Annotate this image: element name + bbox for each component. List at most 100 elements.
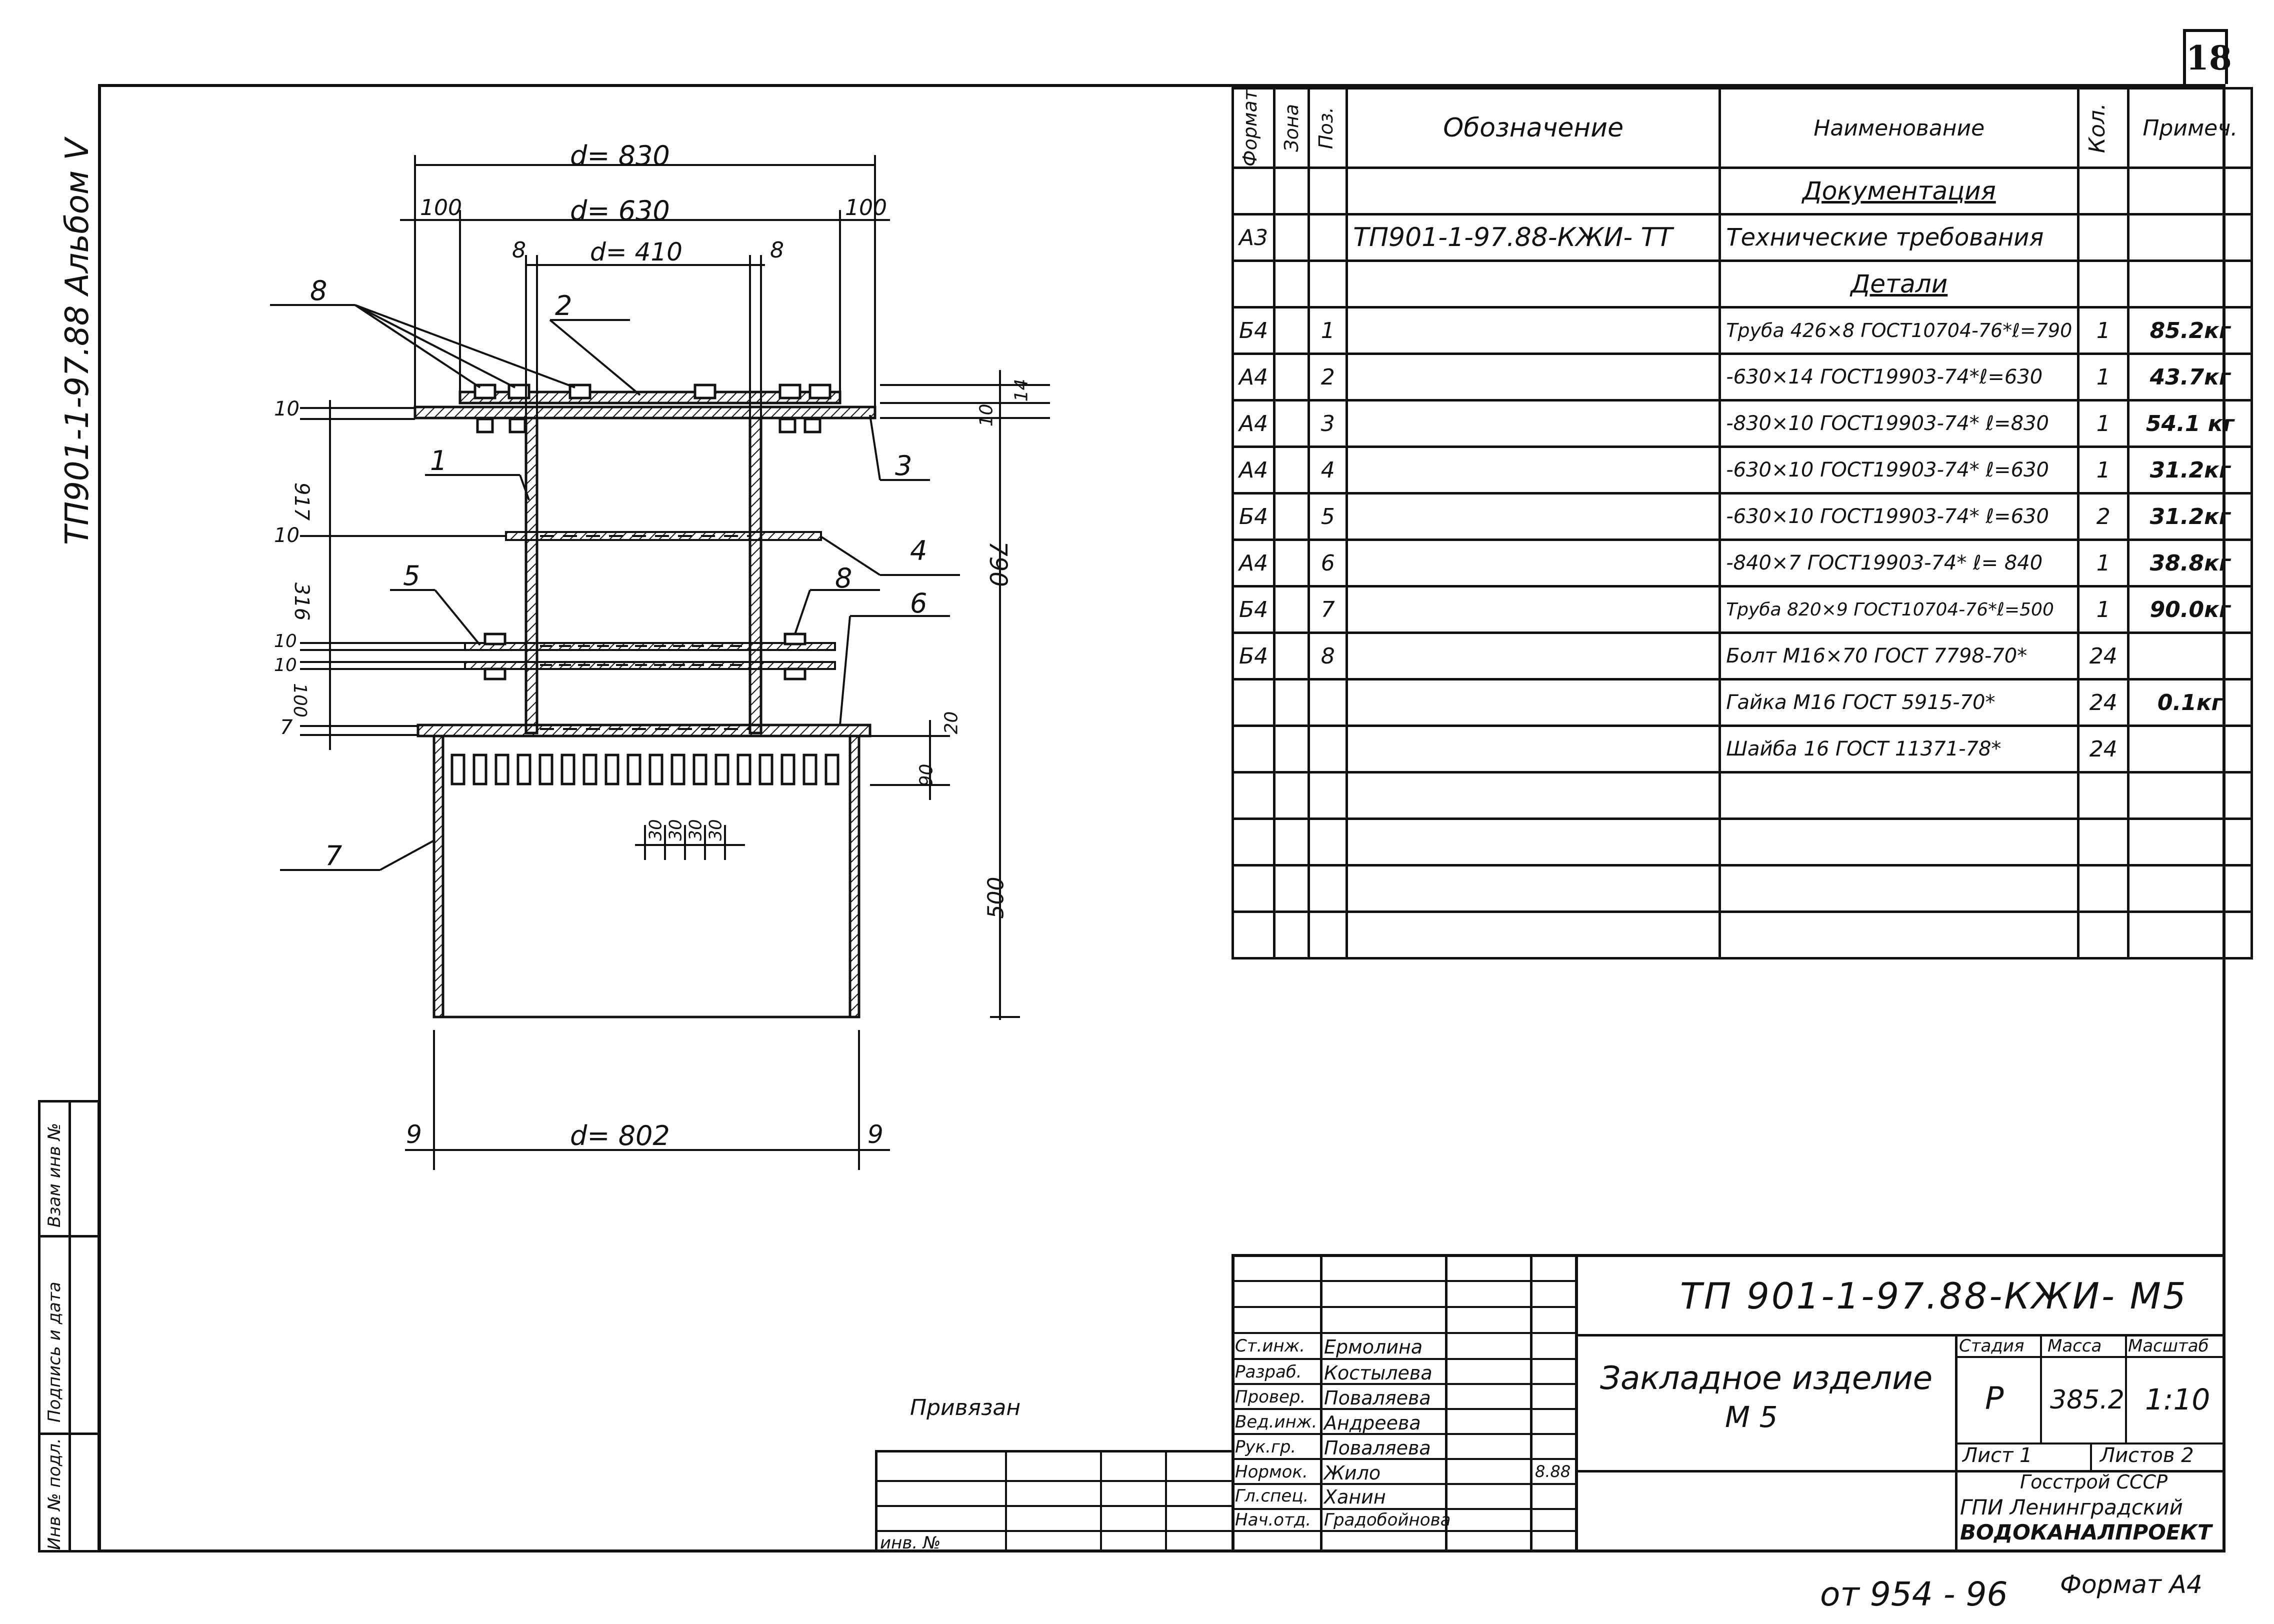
row-note: 43.7кг <box>2127 352 2254 402</box>
dim-h316: 316 <box>290 582 314 621</box>
spec-row: А4 2 -630×14 ГОСТ19903-74*ℓ=630 1 43.7кг <box>1231 352 2254 402</box>
row-name: Болт М16×70 ГОСТ 7798-70* <box>1718 632 2080 681</box>
stamp-title-2: М 5 <box>1725 1400 1778 1434</box>
left-binding-strip: Взам инв № Подпись и дата Инв № подл. <box>38 1100 100 1552</box>
row-qty: 24 <box>2077 678 2130 728</box>
person-name: Градобойнова <box>1324 1510 1451 1530</box>
person-role: Ст.инж. <box>1235 1336 1306 1356</box>
spec-row: Гайка М16 ГОСТ 5915-70* 24 0.1кг <box>1231 678 2254 728</box>
dim-d410: d= 410 <box>590 238 682 266</box>
spec-row: Шайба 16 ГОСТ 11371-78* 24 <box>1231 724 2254 774</box>
org-2: ГПИ Ленинградский <box>1960 1495 2183 1520</box>
dim-h917: 917 <box>290 482 314 521</box>
row-format <box>1231 678 1276 728</box>
stamp-code: ТП 901-1-97.88-КЖИ- М5 <box>1680 1275 2188 1317</box>
person-name: Поваляева <box>1324 1437 1431 1459</box>
row-pos: 1 <box>1308 306 1348 356</box>
bound-label: Привязан <box>910 1395 1021 1420</box>
dim-r90: 90 <box>916 764 937 787</box>
sheets-label: Листов 2 <box>2100 1444 2194 1467</box>
plate-3 <box>414 406 876 420</box>
spec-row: А4 3 -830×10 ГОСТ19903-74* ℓ=830 1 54.1 … <box>1231 399 2254 448</box>
person-role: Рук.гр. <box>1235 1437 1296 1457</box>
person-name: Поваляева <box>1324 1387 1431 1409</box>
row-name: Труба 426×8 ГОСТ10704-76*ℓ=790 <box>1718 306 2080 356</box>
spec-empty-row <box>1231 910 2254 960</box>
callout-1: 1 <box>430 445 448 476</box>
row-qty: 24 <box>2077 632 2130 681</box>
row-note: 54.1 кг <box>2127 399 2254 448</box>
sheet-number-box: 18 <box>2183 29 2232 84</box>
row-name: -830×10 ГОСТ19903-74* ℓ=830 <box>1718 399 2080 448</box>
date-note: 8.88 <box>1535 1462 1571 1481</box>
row-pos: 8 <box>1308 632 1348 681</box>
callout-5: 5 <box>403 560 420 592</box>
plate-6 <box>416 724 872 738</box>
row-format: Б4 <box>1231 632 1276 681</box>
dim-h10-top: 10 <box>274 398 300 420</box>
person-name: Андреева <box>1324 1412 1421 1434</box>
row-pos <box>1308 678 1348 728</box>
dim-h7: 7 <box>280 716 293 739</box>
row-note: 0.1кг <box>2127 678 2254 728</box>
spec-row: Б4 1 Труба 426×8 ГОСТ10704-76*ℓ=790 1 85… <box>1231 306 2254 356</box>
row-note: 90.0кг <box>2127 585 2254 634</box>
row-format <box>1231 724 1276 774</box>
stamp-title-1: Закладное изделие <box>1600 1360 1933 1397</box>
dim-h10-b: 10 <box>274 655 297 676</box>
scale-label: Масштаб <box>2128 1336 2209 1356</box>
stage-label: Стадия <box>1959 1336 2024 1356</box>
header-zone: Зона <box>1273 86 1310 170</box>
row-note: 85.2кг <box>2127 306 2254 356</box>
callout-8-mid: 8 <box>835 562 852 594</box>
specification-table: Формат Зона Поз. Обозначение Наименовани… <box>1231 86 2254 960</box>
row-name: Труба 820×9 ГОСТ10704-76*ℓ=500 <box>1718 585 2080 634</box>
row-format: А4 <box>1231 399 1276 448</box>
row-note: 38.8кг <box>2127 538 2254 588</box>
dim-s30a: 30 <box>646 819 666 841</box>
row-qty: 1 <box>2077 538 2130 588</box>
header-pos: Поз. <box>1308 86 1348 170</box>
spec-empty-row <box>1231 771 2254 820</box>
dim-9-left: 9 <box>406 1120 422 1149</box>
header-note: Примеч. <box>2127 86 2254 170</box>
row-name: -840×7 ГОСТ19903-74* ℓ= 840 <box>1718 538 2080 588</box>
person-name: Ханин <box>1324 1486 1386 1508</box>
person-role: Нормок. <box>1235 1462 1308 1482</box>
person-name: Жило <box>1324 1462 1381 1484</box>
row-pos: 2 <box>1308 352 1348 402</box>
row-note: 31.2кг <box>2127 446 2254 495</box>
dim-s30b: 30 <box>666 819 686 841</box>
callout-8-top: 8 <box>310 275 328 306</box>
row-pos: 7 <box>1308 585 1348 634</box>
plate-5-upper <box>464 642 836 651</box>
person-role: Провер. <box>1235 1387 1306 1407</box>
row-format: А4 <box>1231 352 1276 402</box>
section-parts-label: Детали <box>1718 260 2080 309</box>
dim-100-left: 100 <box>420 195 462 220</box>
spec-section-docs-row: Документация <box>1231 166 2254 216</box>
callout-2: 2 <box>555 290 572 322</box>
row-format: А4 <box>1231 446 1276 495</box>
dim-r790: 790 <box>984 541 1012 587</box>
spec-doc-row: А3 ТП901-1-97.88-КЖИ- ТТ Технические тре… <box>1231 213 2254 262</box>
row-pos: 3 <box>1308 399 1348 448</box>
slots <box>450 754 840 786</box>
pipe-7-right-wall <box>848 734 860 1018</box>
spec-empty-row <box>1231 818 2254 867</box>
callout-7: 7 <box>325 840 342 872</box>
spec-row: Б4 5 -630×10 ГОСТ19903-74* ℓ=630 2 31.2к… <box>1231 492 2254 542</box>
spec-row: А4 6 -840×7 ГОСТ19903-74* ℓ= 840 1 38.8к… <box>1231 538 2254 588</box>
row-pos: 6 <box>1308 538 1348 588</box>
dim-r20: 20 <box>941 711 962 734</box>
dim-h10-a: 10 <box>274 631 297 652</box>
dim-r500: 500 <box>983 876 1009 919</box>
row-note <box>2127 632 2254 681</box>
format-note: Формат А4 <box>2060 1570 2202 1599</box>
dim-d630: d= 630 <box>570 195 670 226</box>
row-note: 31.2кг <box>2127 492 2254 542</box>
row-qty: 1 <box>2077 585 2130 634</box>
header-designation: Обозначение <box>1346 86 1722 170</box>
dim-r14: 14 <box>1011 378 1032 402</box>
